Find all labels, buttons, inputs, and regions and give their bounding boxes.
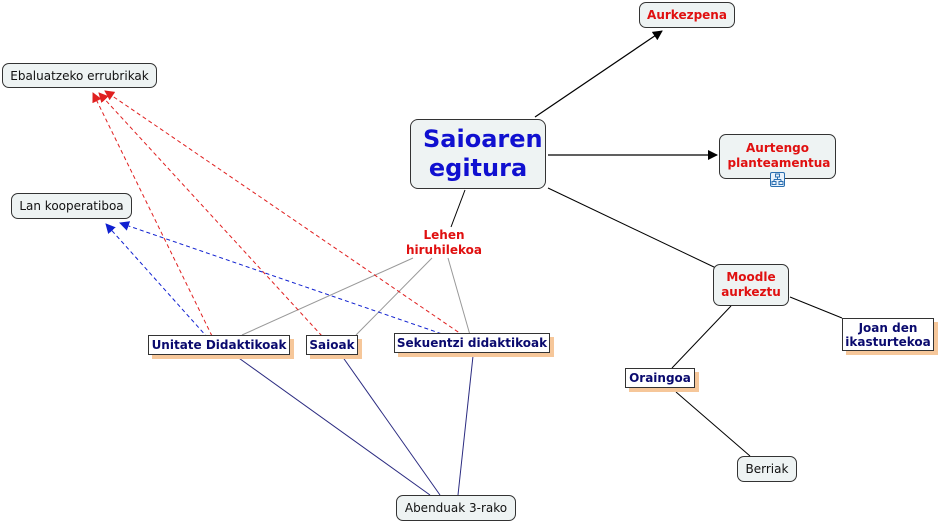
berriak-node[interactable]: Berriak: [737, 456, 797, 482]
ebaluatzeko-errubrikak-label: Ebaluatzeko errubrikak: [10, 68, 149, 83]
link-lehen-saioak: [355, 257, 433, 336]
abenduak-3-rako-label: Abenduak 3-rako: [404, 501, 508, 515]
moodle-aurkeztu-label: Moodle aurkeztu: [721, 270, 781, 299]
lehen-hiruhilekoa-node[interactable]: Lehen hiruhilekoa: [398, 228, 490, 258]
berriak-label: Berriak: [745, 462, 789, 476]
main-concept-node[interactable]: Saioaren egitura: [410, 119, 546, 189]
link-main-aurkezpena: [534, 30, 663, 118]
lehen-hiruhilekoa-label: Lehen hiruhilekoa: [405, 228, 483, 257]
link-main-moodle: [547, 187, 717, 269]
link-moodle-oraingoa: [671, 305, 732, 369]
sekuentzi-didaktikoak-label: Sekuentzi didaktikoak: [396, 336, 548, 350]
link-saioak-abenduak: [341, 355, 441, 496]
aurtengo-planteamentua-label: Aurtengo planteamentua: [727, 141, 831, 170]
saioak-label: Saioak: [309, 338, 355, 352]
ebaluatzeko-errubrikak-node[interactable]: Ebaluatzeko errubrikak: [2, 63, 157, 88]
main-concept-label: Saioaren egitura: [423, 125, 543, 182]
dashed-sekuentzi-lan: [119, 221, 449, 337]
aurkezpena-node[interactable]: Aurkezpena: [639, 2, 735, 28]
unitate-didaktikoak-label: Unitate Didaktikoak: [151, 338, 287, 352]
lan-kooperatiboa-label: Lan kooperatiboa: [19, 199, 124, 213]
link-oraingoa-berriak: [675, 391, 751, 457]
unitate-didaktikoak-node[interactable]: Unitate Didaktikoak: [148, 335, 290, 355]
oraingoa-label: Oraingoa: [629, 371, 691, 385]
link-lehen-unitate: [241, 257, 414, 336]
sekuentzi-didaktikoak-node[interactable]: Sekuentzi didaktikoak: [394, 333, 550, 353]
link-lehen-sekuentzi: [447, 257, 471, 336]
link-sekuentzi-abenduak: [457, 355, 474, 496]
link-unitate-abenduak: [235, 355, 431, 496]
dashed-unitate-lan: [105, 223, 209, 339]
concept-map-link-icon[interactable]: [770, 172, 785, 187]
aurkezpena-label: Aurkezpena: [647, 7, 727, 22]
abenduak-3-rako-node[interactable]: Abenduak 3-rako: [396, 495, 516, 521]
link-main-lehen: [450, 189, 466, 228]
dashed-sekuentzi-ebaluatzeko: [104, 90, 465, 337]
saioak-node[interactable]: Saioak: [306, 335, 358, 355]
joan-den-ikasturtekoa-node[interactable]: Joan den ikasturtekoa: [842, 318, 934, 351]
lan-kooperatiboa-node[interactable]: Lan kooperatiboa: [11, 193, 132, 219]
oraingoa-node[interactable]: Oraingoa: [625, 368, 695, 388]
joan-den-ikasturtekoa-label: Joan den ikasturtekoa: [845, 320, 931, 349]
link-moodle-joan: [789, 296, 843, 319]
moodle-aurkeztu-node[interactable]: Moodle aurkeztu: [713, 264, 789, 306]
dashed-unitate-ebaluatzeko: [92, 92, 213, 337]
dashed-saioak-ebaluatzeko: [98, 92, 323, 337]
